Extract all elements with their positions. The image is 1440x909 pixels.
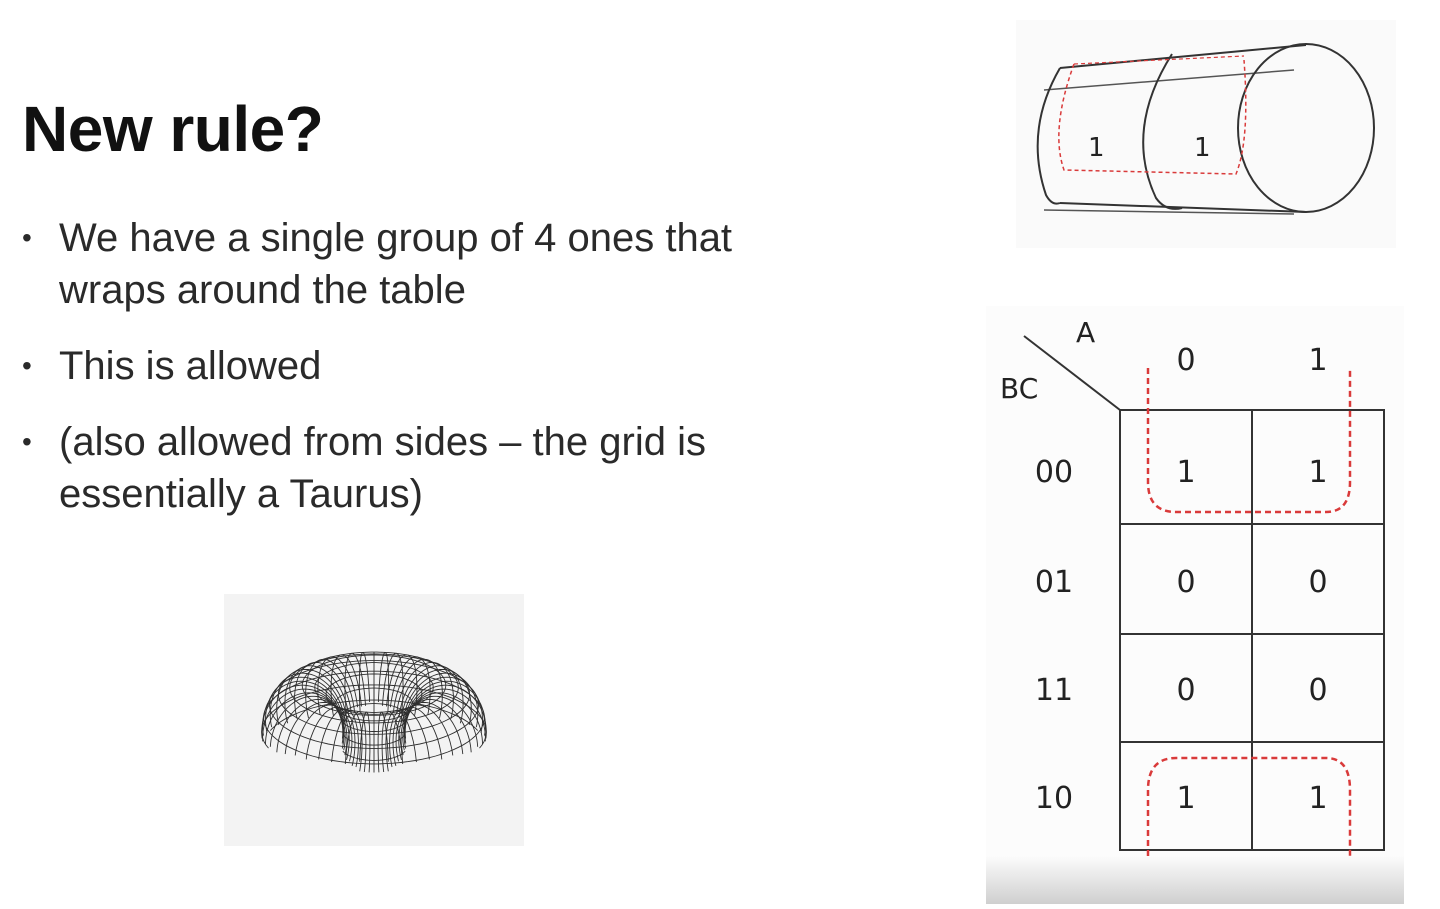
bullet-dot-icon: • bbox=[22, 222, 32, 253]
kmap-row-label: 10 bbox=[1035, 781, 1073, 816]
kmap-cell: 1 bbox=[1176, 781, 1195, 816]
kmap-cell: 1 bbox=[1308, 455, 1327, 490]
kmap-row-label: 00 bbox=[1035, 455, 1073, 490]
kmap-cell: 1 bbox=[1308, 781, 1327, 816]
bullet-dot-icon: • bbox=[22, 350, 32, 381]
torus-illustration bbox=[224, 594, 524, 846]
kmap-column-variable: A bbox=[1076, 316, 1095, 349]
kmap-column-header: 1 bbox=[1308, 343, 1327, 378]
kmap-cell: 0 bbox=[1176, 565, 1195, 600]
karnaugh-map-grid: A BC 0 1 00 01 11 10 1 1 0 0 0 0 1 1 bbox=[1000, 316, 1385, 886]
kmap-row-label: 11 bbox=[1035, 673, 1073, 708]
kmap-group-top bbox=[1146, 368, 1352, 514]
cylinder-illustration: 1 1 bbox=[1016, 20, 1396, 248]
kmap-column-header: 0 bbox=[1176, 343, 1195, 378]
bullet-item: • This is allowed bbox=[22, 340, 762, 392]
kmap-cell: 0 bbox=[1176, 673, 1195, 708]
bullet-text: (also allowed from sides – the grid is e… bbox=[59, 420, 706, 516]
kmap-row-variable: BC bbox=[1000, 372, 1038, 405]
kmap-row-label: 01 bbox=[1035, 565, 1073, 600]
kmap-cell: 0 bbox=[1308, 565, 1327, 600]
kmap-cell: 0 bbox=[1308, 673, 1327, 708]
cylinder-cell-value: 1 bbox=[1194, 133, 1211, 163]
bullet-text: We have a single group of 4 ones that wr… bbox=[59, 216, 733, 312]
bullet-text: This is allowed bbox=[59, 344, 322, 388]
torus-wireframe-icon bbox=[261, 651, 487, 773]
bullet-item: • We have a single group of 4 ones that … bbox=[22, 212, 762, 316]
kmap-cell: 1 bbox=[1176, 455, 1195, 490]
cylinder-kmap-icon: 1 1 bbox=[1036, 43, 1375, 215]
bullet-list: • We have a single group of 4 ones that … bbox=[22, 212, 762, 544]
bullet-item: • (also allowed from sides – the grid is… bbox=[22, 416, 762, 520]
bullet-dot-icon: • bbox=[22, 426, 32, 457]
cylinder-cell-value: 1 bbox=[1088, 133, 1105, 163]
karnaugh-map: A BC 0 1 00 01 11 10 1 1 0 0 0 0 1 1 bbox=[986, 306, 1404, 904]
kmap-bottom-fade bbox=[986, 856, 1404, 904]
slide-title: New rule? bbox=[22, 93, 324, 165]
